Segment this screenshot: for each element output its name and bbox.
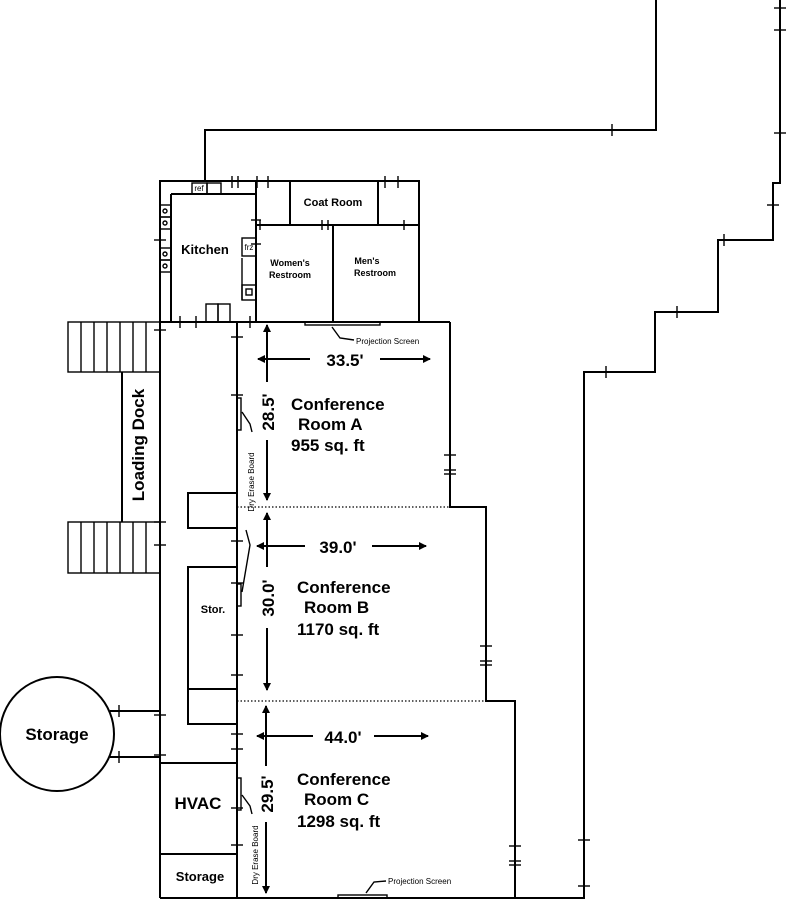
projection-screen-top — [304, 321, 381, 326]
boundary-ticks — [578, 7, 786, 887]
mens-restroom-label-1: Men's — [354, 256, 379, 266]
conf-b-area: 1170 sq. ft — [297, 620, 380, 639]
dry-erase-label-c: Dry Erase Board — [251, 825, 260, 884]
conf-a-name-1: Conference — [291, 395, 385, 414]
womens-restroom-label-1: Women's — [270, 258, 309, 268]
projection-screen-bottom-label: Projection Screen — [388, 877, 451, 886]
projection-screen-bottom-leader — [365, 880, 387, 894]
loading-dock-stairs-top — [67, 321, 161, 373]
dry-erase-boards — [236, 397, 253, 815]
conf-a-area: 955 sq. ft — [291, 436, 365, 455]
conf-b-width: 39.0' — [319, 538, 356, 557]
conf-b-name-2: Room B — [304, 598, 369, 617]
round-storage — [0, 676, 115, 792]
north-wing-door-ticks — [154, 176, 405, 328]
conf-b-depth: 30.0' — [259, 579, 278, 616]
conf-c-width: 44.0' — [324, 728, 361, 747]
conf-b-name-1: Conference — [297, 578, 391, 597]
site-boundary — [204, 0, 781, 899]
dimension-arrows — [256, 324, 431, 894]
loading-dock-label: Loading Dock — [129, 388, 148, 501]
mens-restroom-label-2: Restroom — [354, 268, 396, 278]
projection-screen-top-leader — [331, 326, 355, 341]
kitchen-label: Kitchen — [181, 242, 229, 257]
round-storage-label: Storage — [25, 725, 88, 744]
conf-c-name-1: Conference — [297, 770, 391, 789]
stor-label: Stor. — [201, 604, 225, 616]
projection-screen-bottom — [337, 894, 388, 899]
conf-c-area: 1298 sq. ft — [297, 812, 380, 831]
corridor-door-ticks — [154, 329, 243, 846]
conference-door-ticks — [444, 454, 521, 866]
conference-walls — [449, 322, 516, 898]
coat-room-label: Coat Room — [304, 197, 363, 209]
round-storage-connector — [110, 710, 160, 758]
dry-erase-label-a: Dry Erase Board — [247, 452, 256, 511]
conf-a-width: 33.5' — [326, 351, 363, 370]
conf-c-name-2: Room C — [304, 790, 369, 809]
loading-dock-stairs-bottom — [67, 521, 161, 574]
frz-label: frz — [245, 243, 254, 252]
conf-a-depth: 28.5' — [259, 393, 278, 430]
hvac-label: HVAC — [175, 794, 222, 813]
conference-dividers — [237, 506, 515, 702]
small-storage-label: Storage — [176, 869, 224, 884]
womens-restroom-label-2: Restroom — [269, 270, 311, 280]
kitchen-fixtures — [159, 182, 257, 323]
conf-a-name-2: Room A — [298, 415, 363, 434]
projection-screen-top-label: Projection Screen — [356, 337, 419, 346]
conf-c-depth: 29.5' — [258, 775, 277, 812]
ref-label: ref — [194, 184, 204, 193]
